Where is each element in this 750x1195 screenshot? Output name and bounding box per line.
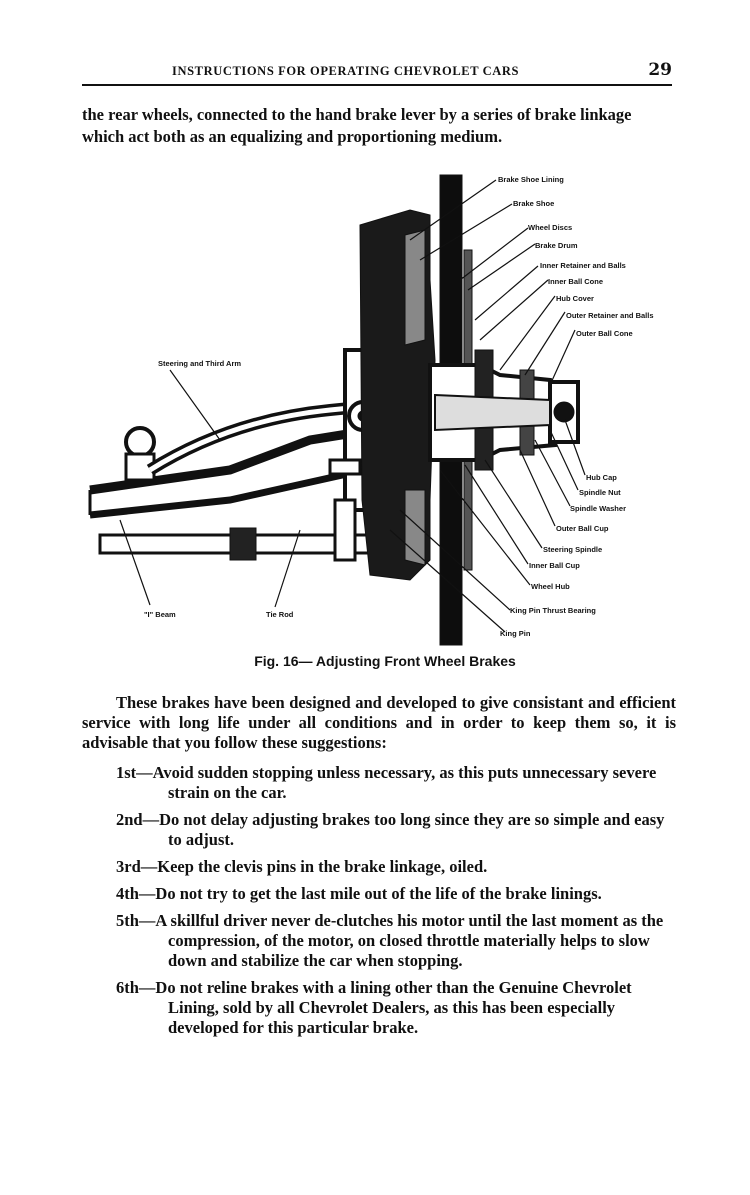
label-inner-ball-cone: Inner Ball Cone: [548, 277, 603, 286]
label-brake-shoe: Brake Shoe: [513, 199, 554, 208]
label-inner-retainer-and-balls: Inner Retainer and Balls: [540, 261, 626, 270]
label-inner-ball-cup: Inner Ball Cup: [529, 561, 580, 570]
label-steering-spindle: Steering Spindle: [543, 545, 602, 554]
page-header: INSTRUCTIONS FOR OPERATING CHEVROLET CAR…: [82, 60, 672, 86]
callout-labels: Brake Shoe Lining Brake Shoe Wheel Discs…: [144, 175, 654, 638]
list-item: 5th—A skillful driver never de-clutches …: [116, 911, 664, 970]
label-steering-and-third-arm: Steering and Third Arm: [158, 359, 241, 368]
list-item: 6th—Do not reline brakes with a lining o…: [116, 978, 632, 1037]
steering-arm-drawing: [124, 400, 371, 482]
label-brake-shoe-lining: Brake Shoe Lining: [498, 175, 564, 184]
label-wheel-hub: Wheel Hub: [531, 582, 570, 591]
intro-paragraph: the rear wheels, connected to the hand b…: [82, 105, 632, 146]
label-hub-cap: Hub Cap: [586, 473, 617, 482]
figure-caption: Fig. 16— Adjusting Front Wheel Brakes: [254, 653, 516, 669]
label-outer-ball-cup: Outer Ball Cup: [556, 524, 609, 533]
label-wheel-discs: Wheel Discs: [528, 223, 572, 232]
label-spindle-washer: Spindle Washer: [570, 504, 626, 513]
list-item: 2nd—Do not delay adjusting brakes too lo…: [116, 810, 665, 849]
running-title: INSTRUCTIONS FOR OPERATING CHEVROLET CAR…: [172, 64, 520, 78]
label-tie-rod: Tie Rod: [266, 610, 294, 619]
label-outer-ball-cone: Outer Ball Cone: [576, 329, 633, 338]
label-king-pin-thrust-bearing: King Pin Thrust Bearing: [510, 606, 596, 615]
front-wheel-brake-illustration: Brake Shoe Lining Brake Shoe Wheel Discs…: [80, 170, 680, 650]
tie-rod-drawing: [98, 527, 372, 561]
label-spindle-nut: Spindle Nut: [579, 488, 621, 497]
suggestions-list: 1st—Avoid sudden stopping unless necessa…: [116, 763, 676, 1045]
label-i-beam: "I" Beam: [144, 610, 176, 619]
list-item: 1st—Avoid sudden stopping unless necessa…: [116, 763, 657, 802]
page-number: 29: [648, 60, 672, 80]
callout-leader-lines: [119, 179, 586, 633]
list-item: 3rd—Keep the clevis pins in the brake li…: [116, 857, 488, 876]
wheel-hub-drawing: [428, 349, 580, 471]
main-paragraph: These brakes have been designed and deve…: [82, 693, 676, 752]
label-brake-drum: Brake Drum: [535, 241, 578, 250]
label-king-pin: King Pin: [500, 629, 531, 638]
list-item: 4th—Do not try to get the last mile out …: [116, 884, 602, 903]
label-outer-retainer-and-balls: Outer Retainer and Balls: [566, 311, 654, 320]
label-hub-cover: Hub Cover: [556, 294, 594, 303]
